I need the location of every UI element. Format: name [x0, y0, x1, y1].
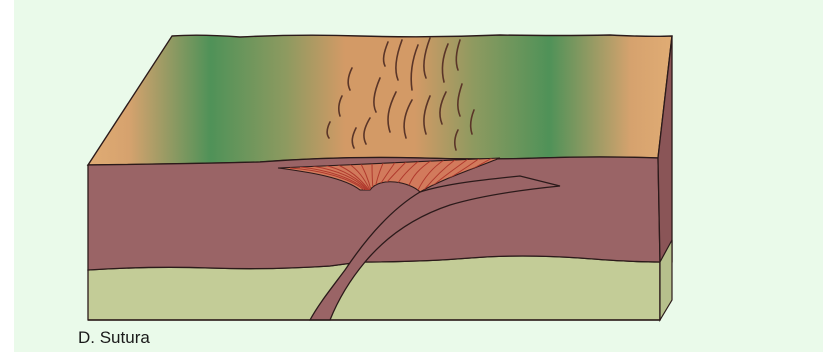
diagram-caption: D. Sutura: [78, 328, 150, 348]
top-surface: [88, 35, 672, 165]
